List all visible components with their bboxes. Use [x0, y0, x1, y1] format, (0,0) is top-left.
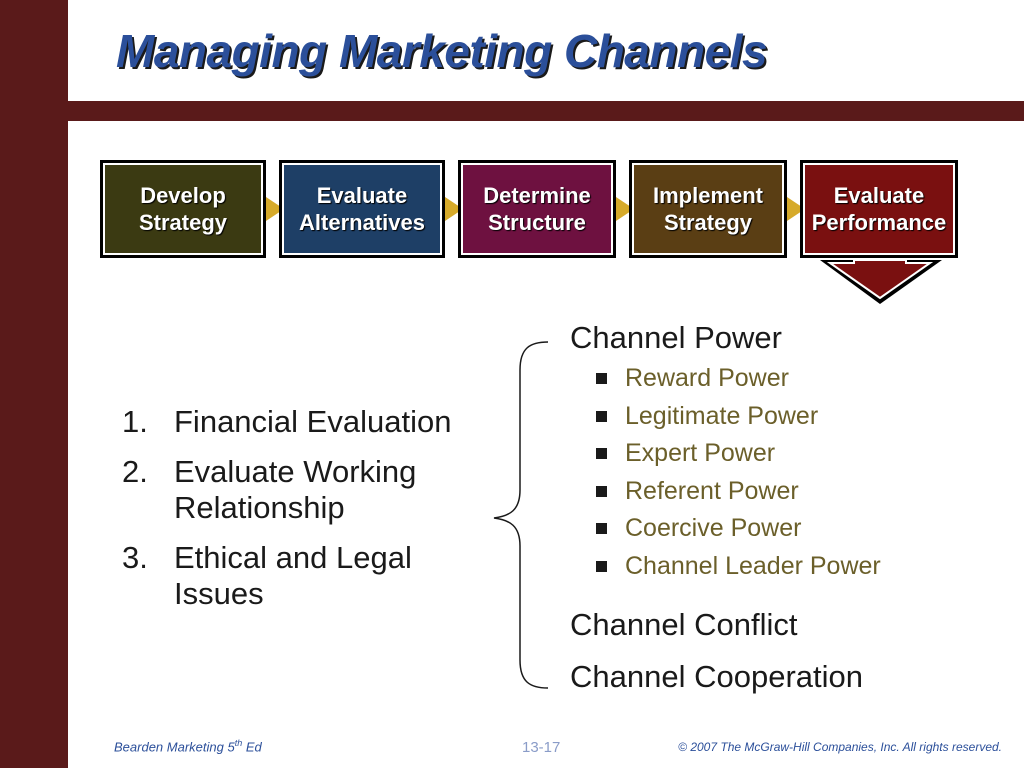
square-bullet-icon: [596, 523, 607, 535]
power-type-label: Legitimate Power: [625, 401, 819, 430]
evaluation-list: 1. Financial Evaluation 2. Evaluate Work…: [122, 404, 502, 626]
step-label: Develop Strategy: [138, 183, 228, 235]
step-determine-structure: Determine Structure: [458, 160, 616, 258]
list-item: 2. Evaluate Working Relationship: [122, 454, 502, 526]
power-type-label: Coercive Power: [625, 514, 802, 542]
square-bullet-icon: [596, 448, 607, 460]
power-type-label: Referent Power: [625, 476, 799, 505]
title-underline-bar: [68, 101, 1024, 121]
list-item: Reward Power: [570, 360, 1010, 398]
step-evaluate-performance: Evaluate Performance: [800, 160, 958, 258]
list-item: 3. Ethical and Legal Issues: [122, 540, 502, 612]
power-type-label: Expert Power: [625, 439, 776, 467]
list-item: Channel Leader Power: [570, 548, 1010, 586]
power-type-label: Channel Leader Power: [625, 551, 881, 580]
step-label: Evaluate Alternatives: [299, 183, 425, 235]
list-text: Evaluate Working Relationship: [174, 454, 417, 525]
step-implement-strategy: Implement Strategy: [629, 160, 787, 258]
channel-cooperation-heading: Channel Cooperation: [570, 659, 863, 694]
footer-source: Bearden Marketing 5th Ed: [114, 738, 262, 754]
list-item: Referent Power: [570, 473, 1010, 511]
square-bullet-icon: [596, 485, 607, 497]
list-number: 2.: [122, 454, 148, 489]
footer-edition: Ed: [242, 739, 262, 755]
left-decorative-bar: [0, 0, 68, 768]
list-text: Financial Evaluation: [174, 404, 452, 439]
step-label: Evaluate Performance: [811, 183, 947, 235]
square-bullet-icon: [596, 410, 607, 422]
footer-book: Bearden Marketing 5: [114, 739, 235, 755]
power-types-list: Reward Power Legitimate Power Expert Pow…: [570, 360, 1010, 585]
step-develop-strategy: Develop Strategy: [100, 160, 266, 258]
list-item: 1. Financial Evaluation: [122, 404, 502, 440]
channel-power-heading: Channel Power: [570, 320, 782, 355]
square-bullet-icon: [596, 560, 607, 572]
square-bullet-icon: [596, 373, 607, 385]
power-type-label: Reward Power: [625, 364, 789, 392]
step-label: Implement Strategy: [652, 183, 764, 235]
copyright-notice: © 2007 The McGraw-Hill Companies, Inc. A…: [678, 740, 1002, 754]
down-arrow-icon: [820, 259, 942, 304]
list-text: Ethical and Legal Issues: [174, 540, 412, 611]
step-label: Determine Structure: [483, 183, 591, 235]
list-item: Expert Power: [570, 435, 1010, 473]
footer-edition-sup: th: [234, 738, 243, 748]
list-number: 3.: [122, 540, 148, 575]
step-evaluate-alternatives: Evaluate Alternatives: [279, 160, 445, 258]
channel-topics: Channel Power Reward Power Legitimate Po…: [570, 318, 1010, 697]
list-item: Coercive Power: [570, 510, 1010, 548]
page-number: 13-17: [522, 739, 561, 756]
slide-title: Managing Marketing Channels: [116, 25, 768, 77]
channel-conflict-heading: Channel Conflict: [570, 607, 798, 642]
curly-brace-icon: [493, 341, 549, 689]
list-number: 1.: [122, 404, 148, 439]
list-item: Legitimate Power: [570, 398, 1010, 436]
